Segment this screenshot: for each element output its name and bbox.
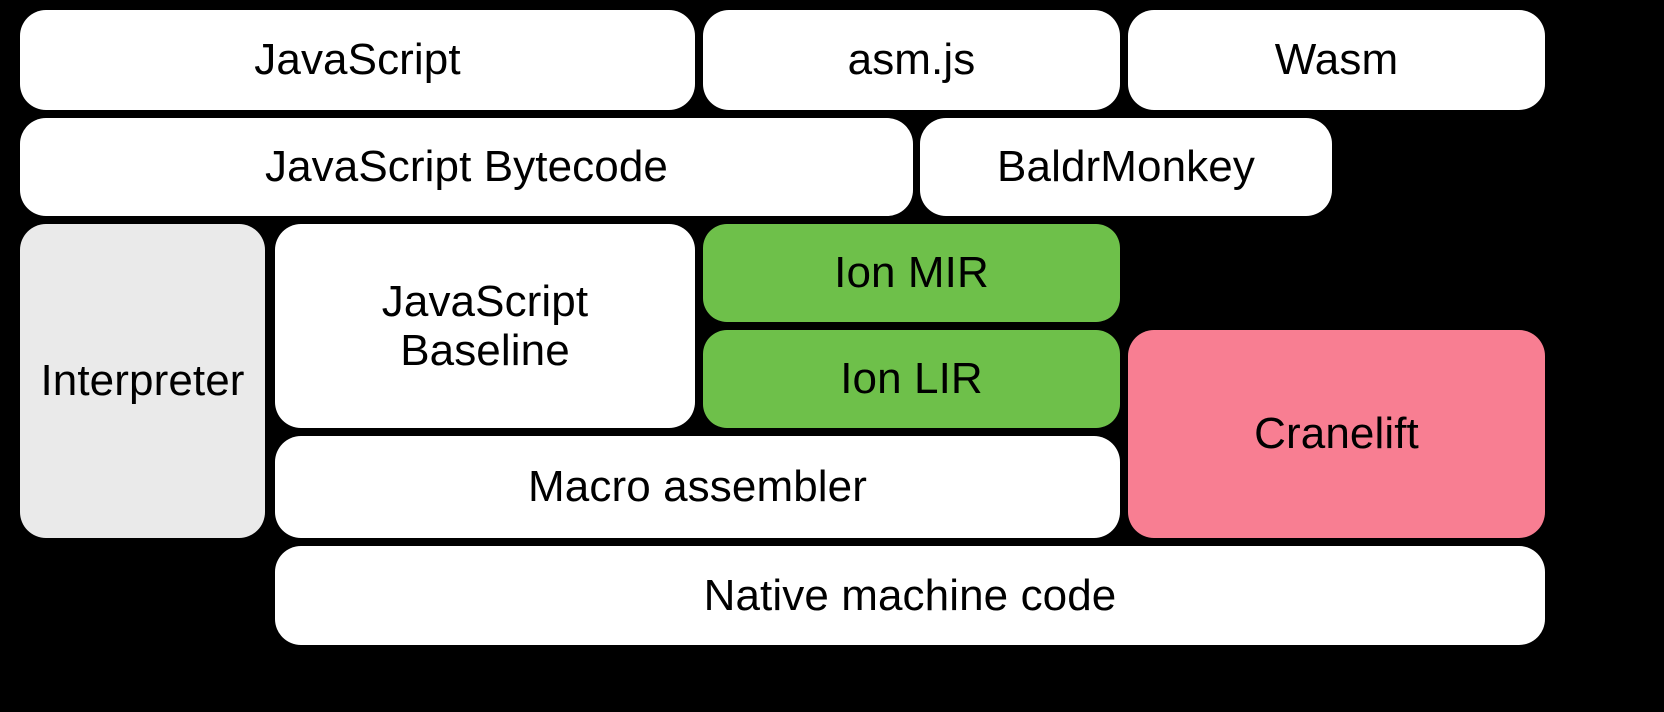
node-ion-mir[interactable]: Ion MIR xyxy=(703,224,1120,322)
node-baldrmonkey[interactable]: BaldrMonkey xyxy=(920,118,1332,216)
node-asmjs[interactable]: asm.js xyxy=(703,10,1120,110)
node-javascript-baseline[interactable]: JavaScript Baseline xyxy=(275,224,695,428)
node-javascript-bytecode[interactable]: JavaScript Bytecode xyxy=(20,118,913,216)
node-interpreter[interactable]: Interpreter xyxy=(20,224,265,538)
node-javascript[interactable]: JavaScript xyxy=(20,10,695,110)
node-wasm[interactable]: Wasm xyxy=(1128,10,1545,110)
node-native-machine-code[interactable]: Native machine code xyxy=(275,546,1545,645)
node-cranelift[interactable]: Cranelift xyxy=(1128,330,1545,538)
node-ion-lir[interactable]: Ion LIR xyxy=(703,330,1120,428)
node-macro-assembler[interactable]: Macro assembler xyxy=(275,436,1120,538)
